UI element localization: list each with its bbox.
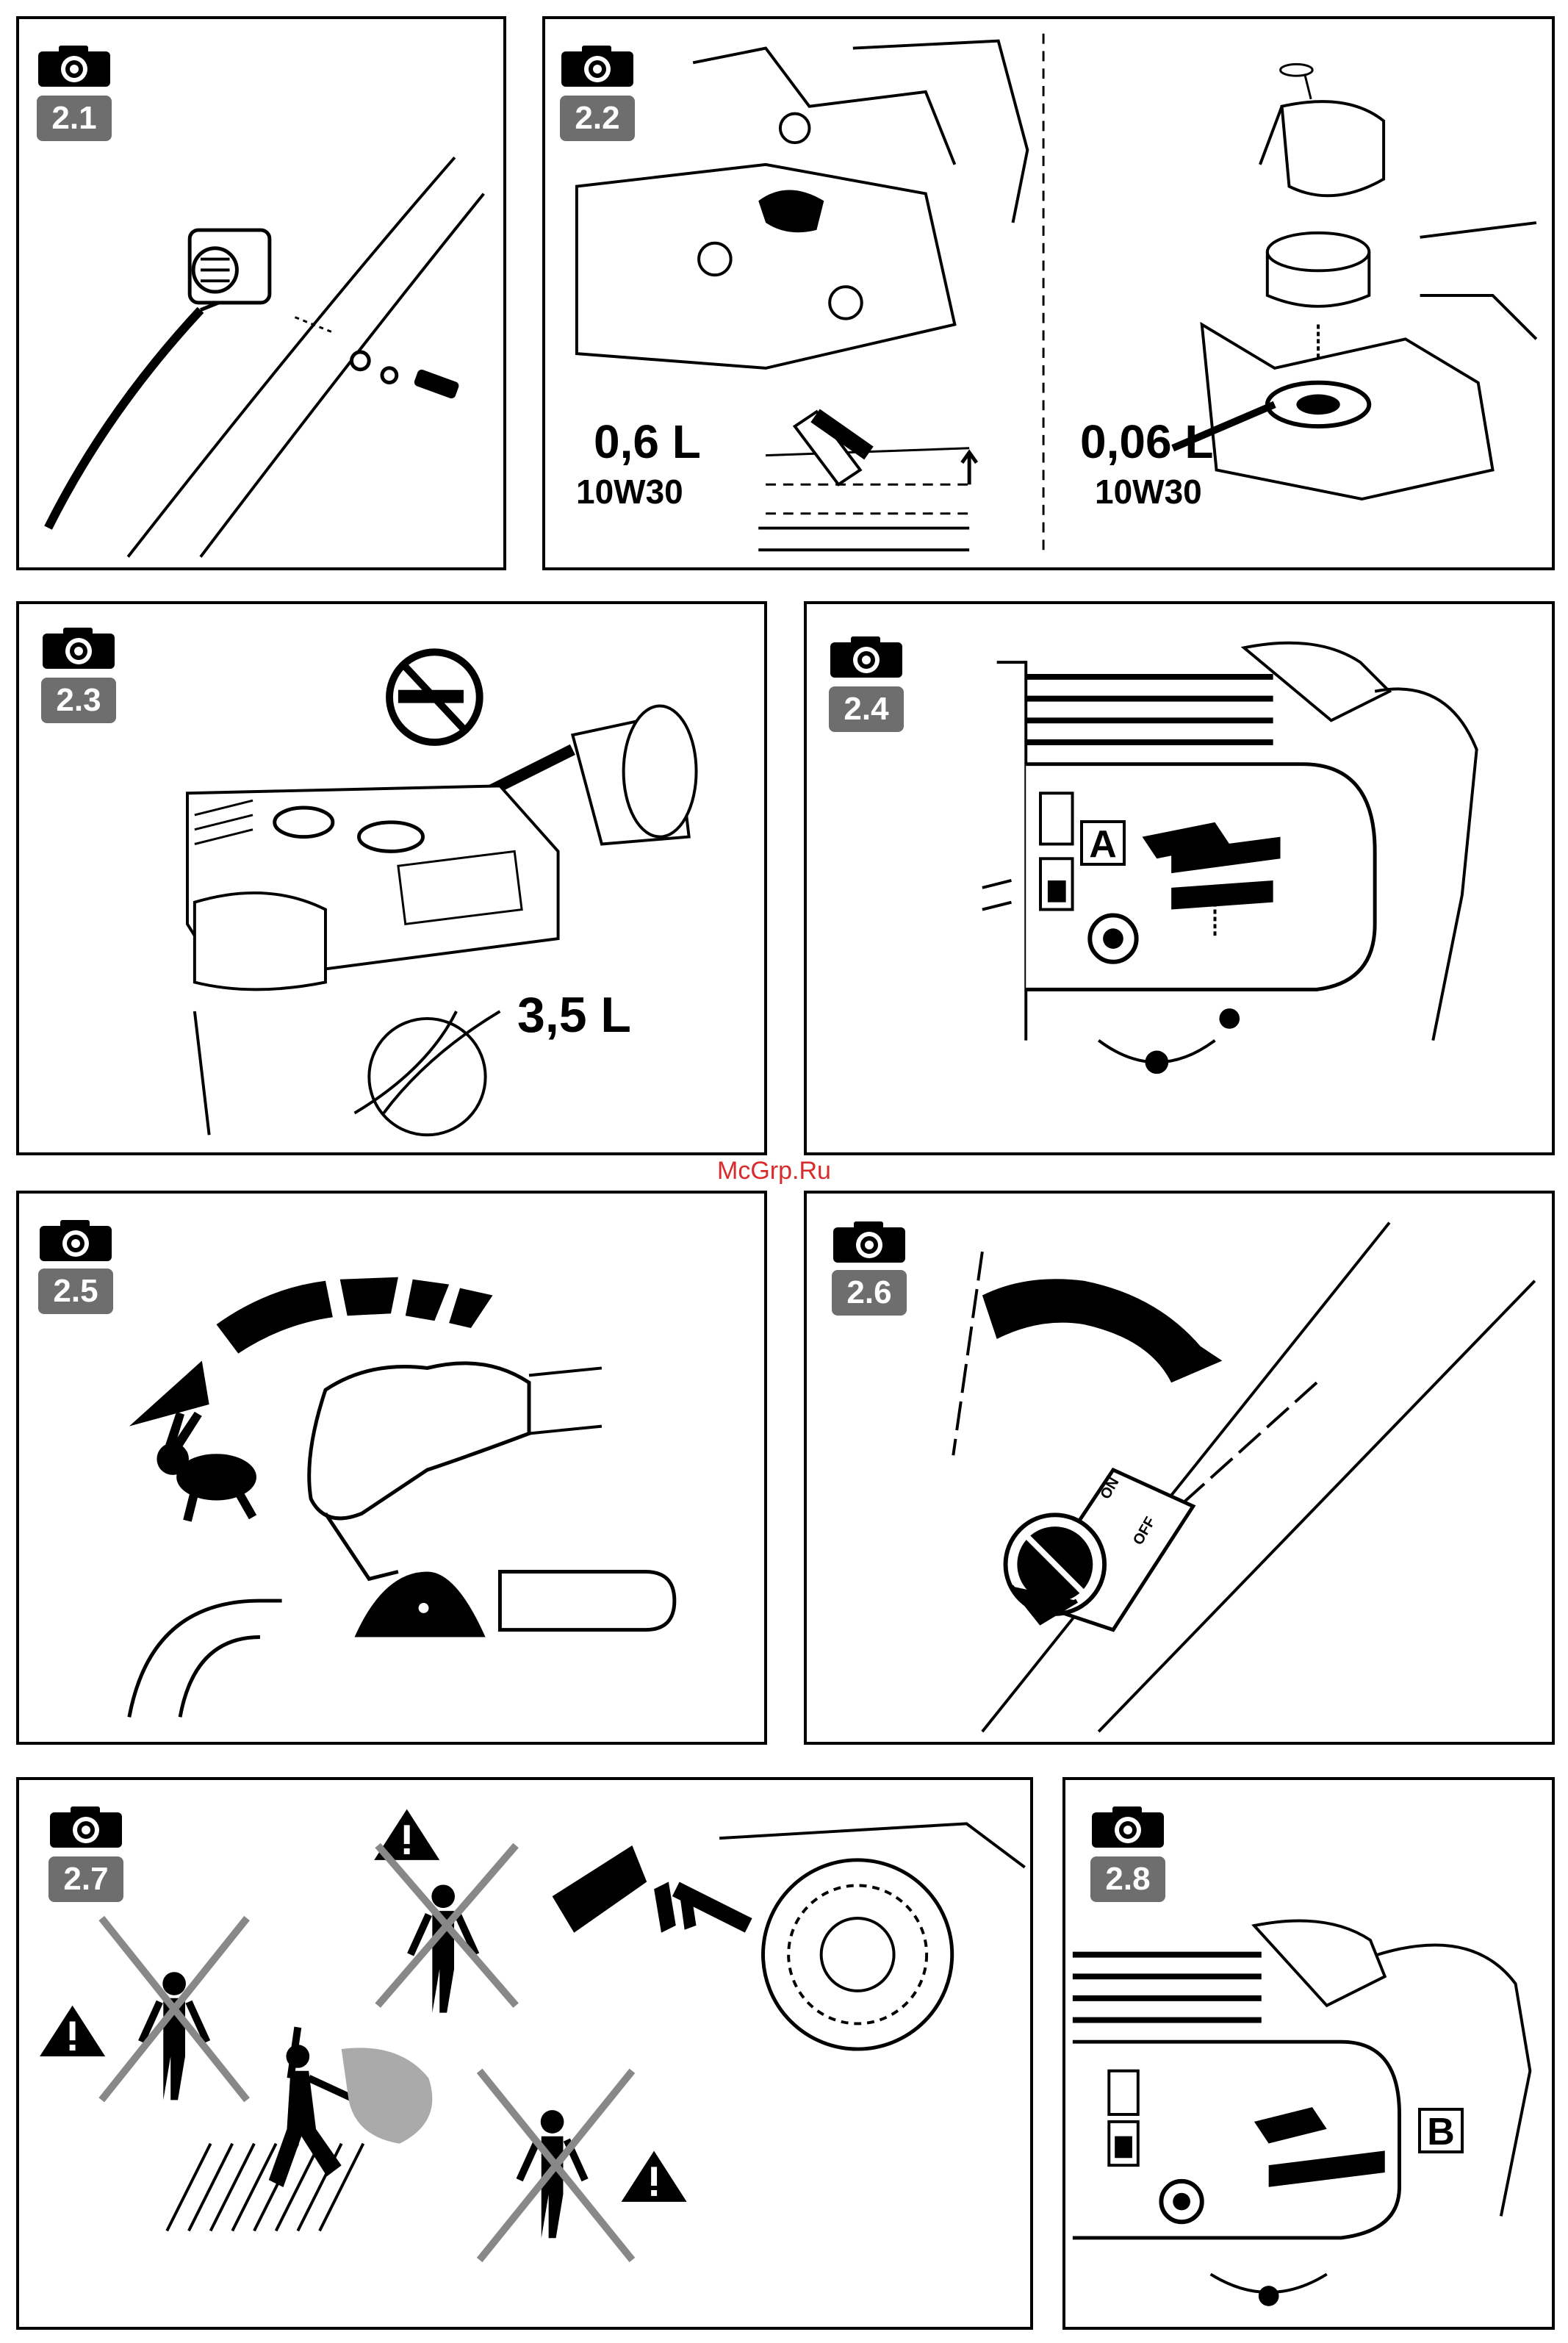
warning-triangle-icon	[622, 2151, 687, 2202]
illustration-throttle-cable-mount	[19, 19, 503, 567]
panel-2-1: 2.1	[16, 16, 506, 570]
watermark: McGrp.Ru	[717, 1157, 831, 1185]
oil-volume-engine: 0,6 L	[594, 415, 701, 469]
illustration-oil-fill	[545, 19, 1552, 567]
illustration-fuel-valve-choke	[807, 604, 1552, 1152]
rabbit-fast-icon	[157, 1412, 256, 1521]
panel-2-3: 2.3 3,5 L	[16, 601, 767, 1155]
illustration-engine-switch	[807, 1194, 1552, 1742]
panel-2-8: 2.8 B	[1062, 1777, 1555, 2330]
illustration-choke-open	[1065, 1780, 1552, 2327]
callout-b: B	[1418, 2108, 1464, 2153]
person-crossed	[101, 1918, 247, 2100]
person-crossed	[480, 2071, 633, 2260]
oil-grade-engine: 10W30	[576, 472, 683, 512]
callout-a: A	[1080, 820, 1126, 866]
warning-triangle-icon	[40, 2006, 105, 2056]
fuel-volume: 3,5 L	[517, 986, 631, 1044]
illustration-throttle-fast	[19, 1194, 764, 1742]
panel-2-5: 2.5	[16, 1191, 767, 1745]
panel-2-4: 2.4 A	[804, 601, 1555, 1155]
illustration-safety-clearance	[19, 1780, 1030, 2327]
no-smoking-icon	[389, 652, 480, 742]
person-crossed	[378, 1845, 516, 2013]
panel-2-6: 2.6 ON OFF	[804, 1191, 1555, 1745]
oil-volume-air-filter: 0,06 L	[1080, 415, 1213, 469]
oil-grade-air-filter: 10W30	[1095, 472, 1202, 512]
panel-2-2: 2.2 0,6 L 10W30 0,06 L 10W30	[542, 16, 1555, 570]
panel-2-7: 2.7	[16, 1777, 1033, 2330]
illustration-refuel	[19, 604, 764, 1152]
